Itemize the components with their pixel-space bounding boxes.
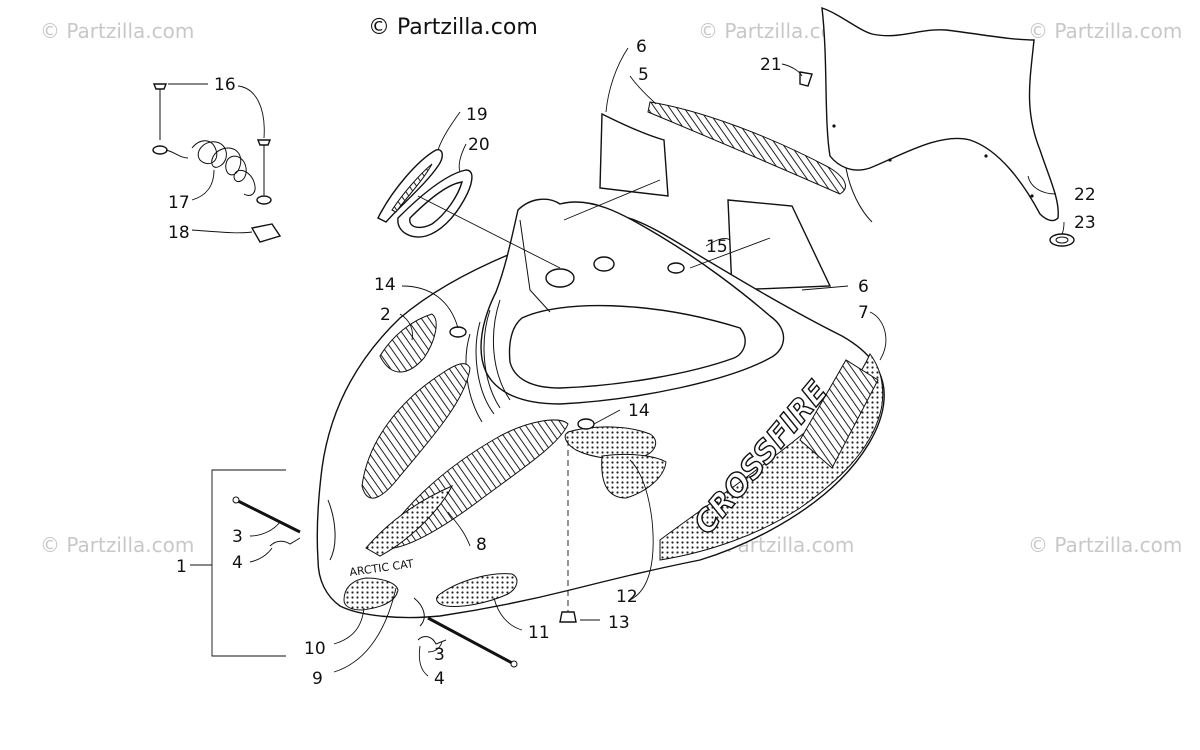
clip-18 [250,223,282,243]
callout-7: 7 [858,303,869,323]
eyelet-right [256,195,272,205]
watermark-mid-left: © Partzilla.com [40,533,194,557]
windshield [821,6,1059,222]
callout-15: 15 [706,237,728,257]
copyright-notice: © Partzilla.com [368,15,538,40]
callout-14-center: 14 [628,401,650,421]
gauge-opening [508,304,746,389]
plug-14-left [449,326,467,338]
grommet-23 [1049,233,1075,247]
stripe-left [361,363,471,499]
callout-3-upper: 3 [232,527,243,547]
nut-13 [559,611,577,623]
callout-1: 1 [176,557,187,577]
leader-lines [168,47,1065,677]
plug-14-center [577,418,595,430]
tether-cord-assembly [152,83,282,243]
decal-7 [659,353,884,561]
watermark-top-right: © Partzilla.com [1028,19,1182,43]
callout-labels: 1 2 3 3 4 4 5 6 6 7 8 9 10 11 12 13 14 1… [168,37,1096,689]
hood-pins [232,496,518,668]
callout-13: 13 [608,613,630,633]
vent-10 [343,577,399,611]
callout-5: 5 [638,65,649,85]
watermark-top-left: © Partzilla.com [40,19,194,43]
callout-4-lower: 4 [434,669,445,689]
decal-6-upper [599,112,669,197]
callout-17: 17 [168,193,190,213]
vent-11 [436,573,518,607]
coil-cord [191,140,256,196]
callout-18: 18 [168,223,190,243]
watermark-mid-right: © Partzilla.com [1028,533,1182,557]
callout-10: 10 [304,639,326,659]
callout-23: 23 [1074,213,1096,233]
callout-19: 19 [466,105,488,125]
windshield-22 [821,6,1059,223]
screw-16-left [152,83,168,90]
callout-6-upper: 6 [636,37,647,57]
callout-16: 16 [214,75,236,95]
callout-3-lower: 3 [434,645,445,665]
callout-2: 2 [380,305,391,325]
callout-14-upper: 14 [374,275,396,295]
callout-21: 21 [760,55,782,75]
decal-2 [379,313,437,373]
callout-12: 12 [616,587,638,607]
callout-20: 20 [468,135,490,155]
callout-8: 8 [476,535,487,555]
hood-assembly [316,198,885,627]
trim-strip-5 [647,101,846,195]
plug-15 [667,262,685,274]
callout-22: 22 [1074,185,1096,205]
clip-4-upper [269,537,301,547]
screw-16-right [256,139,272,146]
callout-11: 11 [528,623,550,643]
rivet-21 [799,71,813,87]
callout-6-lower: 6 [858,277,869,297]
vent-bezel-19-20 [377,149,473,238]
group-bracket-1 [211,469,286,657]
clip-4-lower [417,636,447,645]
callout-9: 9 [312,669,323,689]
callout-4-upper: 4 [232,553,243,573]
decal-6-lower [727,199,832,291]
eyelet-left [152,145,168,155]
